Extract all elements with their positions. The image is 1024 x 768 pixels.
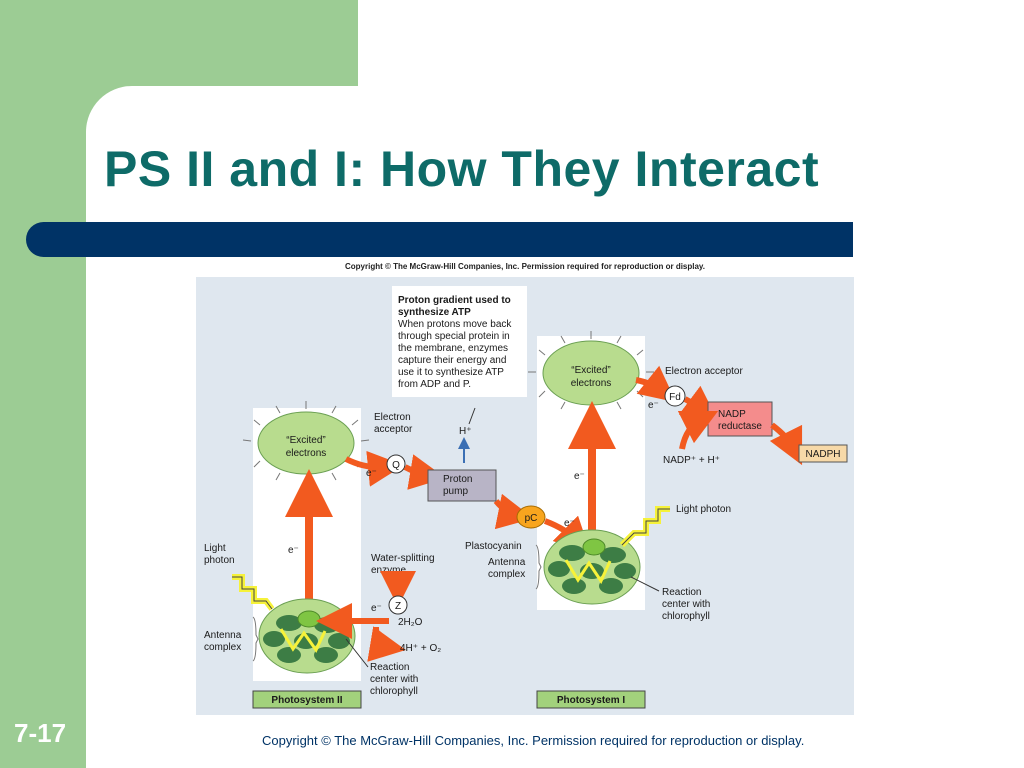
reductase-to-nadph-arrow [769,422,803,466]
ps1-electron-acceptor: Electron acceptor [665,366,743,377]
ps2-reaction-center-1: Reaction [370,662,409,673]
proton-gradient-note: Proton gradient used to synthesize ATP W… [392,286,527,397]
nadph-box: NADPH [798,444,848,463]
figure-copyright: Copyright © The McGraw-Hill Companies, I… [344,262,706,271]
photosystem-diagram: Proton gradient used to synthesize ATP W… [196,277,854,715]
svg-text:capture their energy and: capture their energy and [398,355,506,366]
ps1-antenna-complex [543,529,641,605]
ps2-reaction-center-2: center with [370,674,418,685]
oxygen-label: 4H⁺ + O₂ [400,643,441,654]
ps2-antenna-brace [252,616,259,662]
ps1-e-pc: e⁻ [564,518,575,529]
z-node: Z [388,595,408,615]
ps2-to-q-arrow [344,450,404,487]
ps1-reaction-center-1: Reaction [662,587,701,598]
ps2-antenna-complex [258,598,356,674]
ps2-label-box: Photosystem II [252,690,362,709]
svg-text:Q: Q [392,460,400,471]
ps1-reaction-center-pointer [630,576,660,592]
ps2-light-photon-1: Light [204,543,226,554]
svg-text:NADP: NADP [718,409,746,420]
svg-text:Photosystem II: Photosystem II [271,695,342,706]
fd-to-reductase-arrow [678,385,719,422]
svg-text:electrons: electrons [286,448,327,459]
ps1-glow-rays [528,331,654,410]
ps1-e-fd: e⁻ [648,400,659,411]
proton-pump: Proton pump [427,469,497,502]
svg-text:NADPH: NADPH [805,449,840,460]
nadp-in-arrow [677,410,719,450]
ps2-e-q: e⁻ [366,468,377,479]
ps1-reaction-center-2: center with [662,599,710,610]
ps1-antenna-2: complex [488,569,525,580]
nadp-plus-label: NADP⁺ + H⁺ [663,455,720,466]
svg-text:When protons move back: When protons move back [398,319,512,330]
water-split-2: enzyme [371,565,406,576]
svg-text:Proton: Proton [443,474,472,485]
svg-text:“Excited”: “Excited” [286,435,325,446]
water-split-1: Water-splitting [371,553,435,564]
ps2-reaction-center-pointer [345,638,369,668]
ps1-antenna-1: Antenna [488,557,526,568]
ps2-electron-acceptor-1: Electron [374,412,411,423]
q-to-pump-arrow [403,454,446,490]
svg-text:electrons: electrons [571,378,612,389]
svg-text:the membrane, enzymes: the membrane, enzymes [398,343,508,354]
svg-text:use it to synthesize ATP: use it to synthesize ATP [398,367,504,378]
pc-node: pC [516,505,546,529]
note-pointer-line [468,407,476,425]
svg-text:pump: pump [443,486,468,497]
green-side-strip [0,0,86,768]
ps1-light-photon: Light photon [676,504,731,515]
ps1-to-fd-arrow [635,365,677,403]
ps1-antenna-brace [535,544,542,590]
h-plus-label: H⁺ [459,426,472,437]
ps2-reaction-center-3: chlorophyll [370,686,418,697]
ps2-antenna-2: complex [204,642,241,653]
svg-text:Fd: Fd [669,392,681,403]
ps2-light-photon-2: photon [204,555,235,566]
water-h2o: 2H₂O [398,617,423,628]
plastocyanin-label: Plastocyanin [465,541,522,552]
ps2-antenna-1: Antenna [204,630,242,641]
nadp-reductase: NADP reductase [707,401,773,437]
ps2-e-vertical: e⁻ [288,545,299,556]
ps1-e-vertical: e⁻ [574,471,585,482]
ps1-label-box: Photosystem I [536,690,646,709]
oxygen-arrow [367,626,406,662]
svg-text:Photosystem I: Photosystem I [557,695,626,706]
svg-text:synthesize ATP: synthesize ATP [398,307,471,318]
pump-to-pc-arrow [493,493,534,530]
ps2-electron-acceptor-2: acceptor [374,424,413,435]
slide-number: 7-17 [14,718,67,748]
svg-text:“Excited”: “Excited” [571,365,610,376]
fd-node: Fd [664,385,686,407]
svg-text:from ADP and P.: from ADP and P. [398,379,471,390]
svg-text:reductase: reductase [718,421,762,432]
svg-text:Z: Z [395,601,401,612]
svg-text:pC: pC [525,513,538,524]
slide-title: PS II and I: How They Interact [104,141,820,197]
footer-copyright: Copyright © The McGraw-Hill Companies, I… [262,733,805,748]
q-node: Q [386,454,406,474]
svg-text:through special protein in: through special protein in [398,331,510,342]
title-underline-bar [26,222,853,257]
svg-text:Proton gradient used to: Proton gradient used to [398,295,511,306]
ps1-reaction-center-3: chlorophyll [662,611,710,622]
ps2-e-z: e⁻ [371,603,382,614]
